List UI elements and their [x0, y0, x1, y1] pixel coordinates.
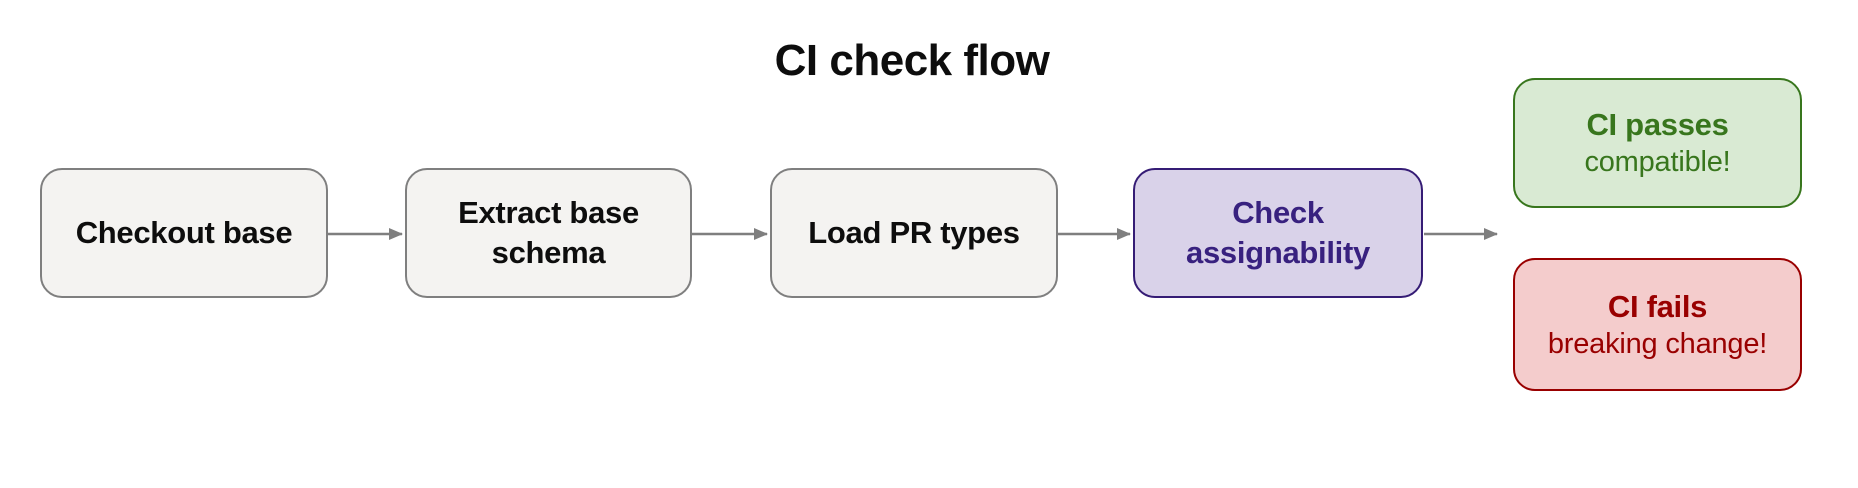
node-label: Extract base schema [458, 195, 639, 270]
node-label: CI fails [1607, 288, 1708, 324]
node-label: Check assignability [1186, 195, 1370, 270]
node-label: Checkout base [75, 215, 293, 251]
node-label: CI passes [1586, 107, 1729, 143]
node-load-pr-types: Load PR types [770, 168, 1058, 298]
node-checkout-base: Checkout base [40, 168, 328, 298]
diagram-title: CI check flow [774, 36, 1050, 85]
node-label: Load PR types [808, 215, 1020, 251]
node-sublabel: breaking change! [1547, 327, 1768, 360]
node-check-assignability: Check assignability [1133, 168, 1423, 298]
node-extract-base-schema: Extract base schema [405, 168, 692, 298]
node-sublabel: compatible! [1584, 146, 1731, 179]
node-ci-passes: CI passes compatible! [1513, 78, 1802, 208]
node-ci-fails: CI fails breaking change! [1513, 258, 1802, 391]
